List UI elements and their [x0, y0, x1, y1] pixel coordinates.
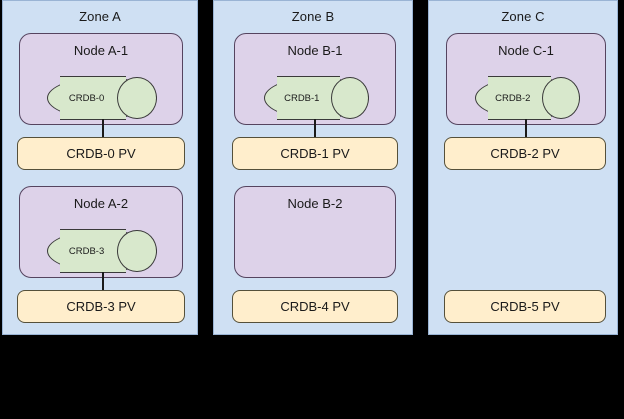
pod-crdb-3-label: CRDB-3	[68, 245, 105, 257]
pod-crdb-2: CRDB-2	[475, 76, 580, 120]
pod-crdb-3-barrel	[60, 229, 127, 273]
connector-crdb-1-to-pv	[314, 119, 316, 137]
connector-crdb-3-to-pv	[102, 272, 104, 290]
zone-b: Zone B Node B-1 CRDB-1 CRDB-1 PV Node B-…	[213, 0, 413, 335]
pod-crdb-1-label: CRDB-1	[284, 92, 320, 104]
pod-crdb-1: CRDB-1	[264, 76, 369, 120]
node-b-1: Node B-1 CRDB-1	[234, 33, 396, 125]
node-b-2: Node B-2	[234, 186, 396, 278]
pv-crdb-0: CRDB-0 PV	[17, 137, 185, 170]
connector-crdb-0-to-pv	[102, 119, 104, 137]
zone-c: Zone C Node C-1 CRDB-2 CRDB-2 PV CRDB-5 …	[428, 0, 618, 335]
pod-crdb-1-barrel	[276, 76, 340, 120]
pv-crdb-5: CRDB-5 PV	[444, 290, 606, 323]
node-b-1-title: Node B-1	[287, 43, 343, 58]
pod-crdb-0-cap	[117, 77, 157, 119]
pod-crdb-0-barrel	[60, 76, 127, 120]
node-a-2-title: Node A-2	[73, 196, 129, 211]
node-b-2-title: Node B-2	[287, 196, 343, 211]
pod-crdb-2-barrel	[487, 76, 551, 120]
pod-crdb-0-label: CRDB-0	[68, 92, 105, 104]
node-c-1-title: Node C-1	[498, 43, 554, 58]
zone-a-title: Zone A	[79, 9, 121, 24]
pod-crdb-0: CRDB-0	[47, 76, 157, 120]
node-a-1-title: Node A-1	[73, 43, 129, 58]
pod-crdb-3: CRDB-3	[47, 229, 157, 273]
node-a-2: Node A-2 CRDB-3	[19, 186, 183, 278]
pod-crdb-2-label: CRDB-2	[495, 92, 531, 104]
pv-crdb-1: CRDB-1 PV	[232, 137, 398, 170]
pod-crdb-1-cap	[331, 77, 369, 119]
zone-a: Zone A Node A-1 CRDB-0 CRDB-0 PV Node A-…	[2, 0, 198, 335]
pod-crdb-2-cap	[542, 77, 580, 119]
pv-crdb-3: CRDB-3 PV	[17, 290, 185, 323]
pv-crdb-4: CRDB-4 PV	[232, 290, 398, 323]
node-a-1: Node A-1 CRDB-0	[19, 33, 183, 125]
pod-crdb-3-cap	[117, 230, 157, 272]
connector-crdb-2-to-pv	[525, 119, 527, 137]
pv-crdb-2: CRDB-2 PV	[444, 137, 606, 170]
node-c-1: Node C-1 CRDB-2	[446, 33, 606, 125]
zone-b-title: Zone B	[291, 9, 335, 24]
zone-c-title: Zone C	[501, 9, 545, 24]
